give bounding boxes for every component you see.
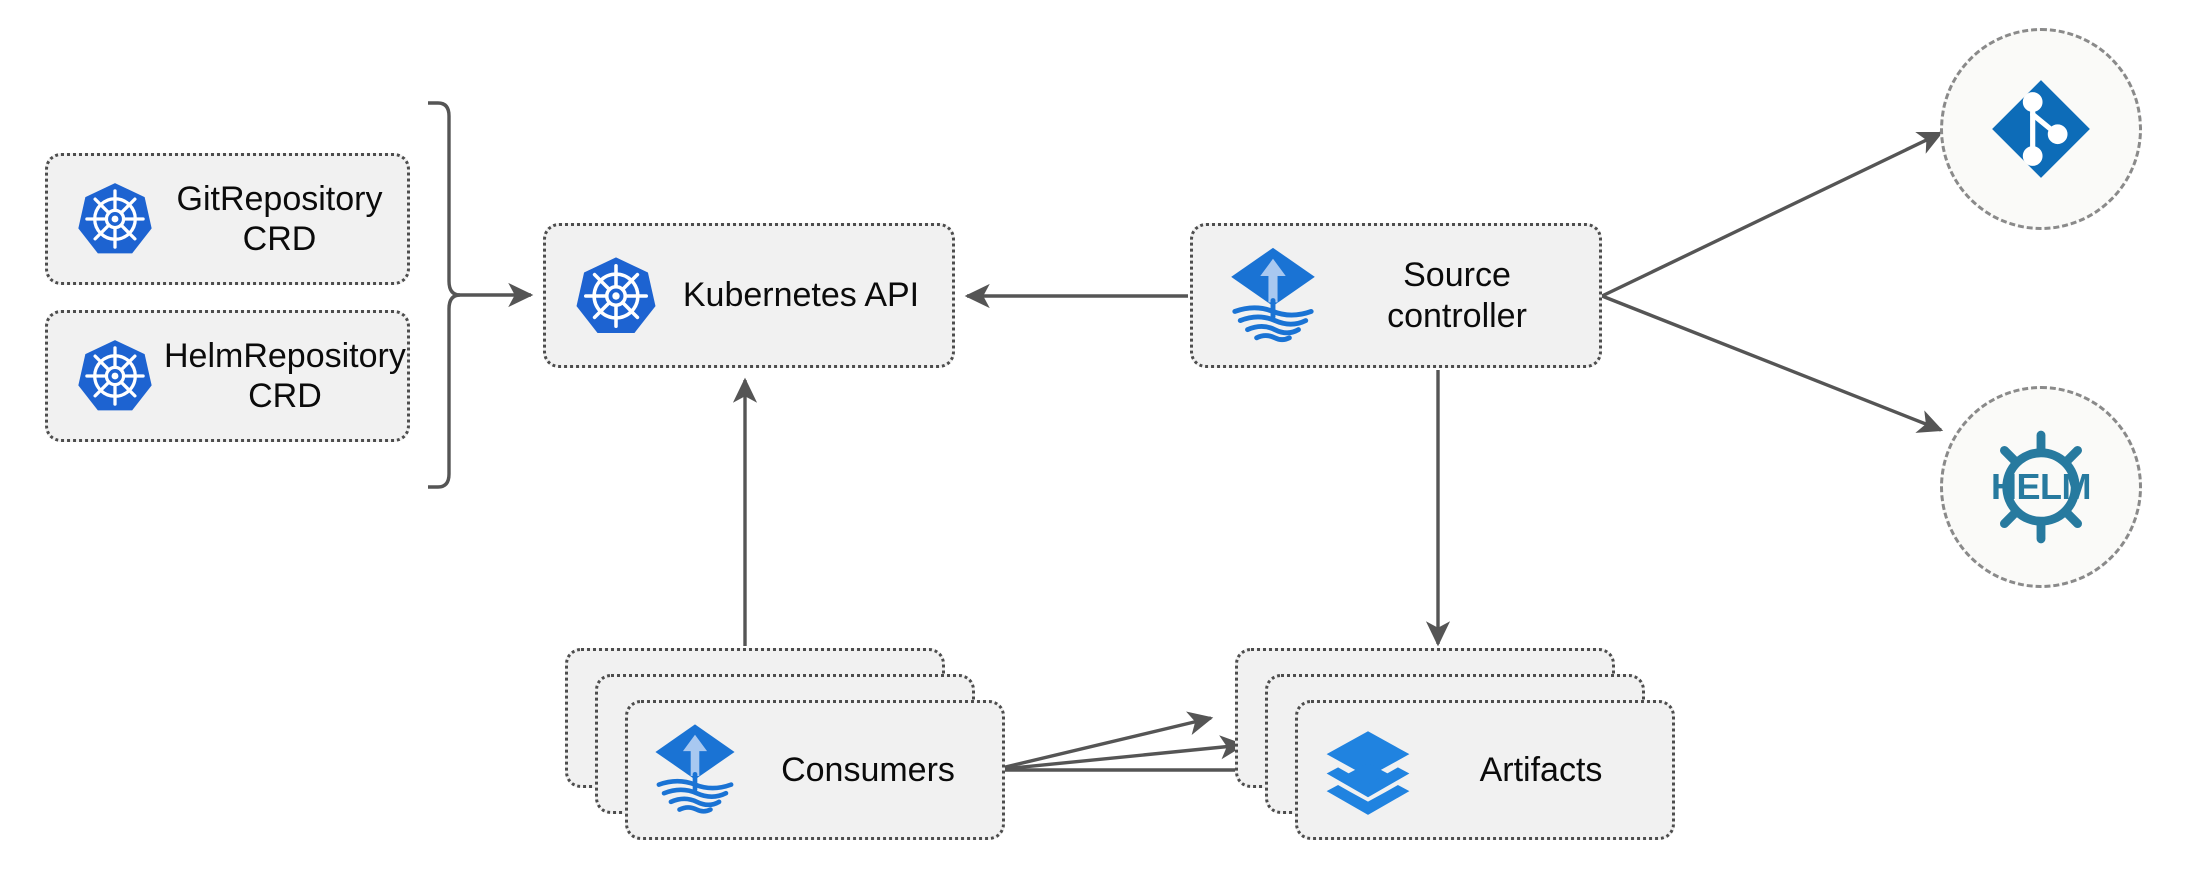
node-label: HelmRepository CRD [164,336,406,415]
kubernetes-icon [574,254,658,338]
helm-icon: HELM [1982,428,2100,546]
node-git-repository-crd[interactable]: GitRepository CRD [45,153,410,285]
flux-icon [1227,246,1319,346]
edge-consumers-to-artifact-middle [992,735,1246,772]
node-label: GitRepository CRD [176,179,383,258]
edge-source-to-helm [1601,294,1944,433]
node-artifacts-stack: Artifacts [1235,648,1675,848]
crd-bracket [428,101,461,489]
node-kubernetes-api[interactable]: Kubernetes API [543,223,955,368]
node-consumers[interactable]: Consumers [625,700,1005,840]
edge-source-to-git [1601,131,1944,298]
node-label: Kubernetes API [682,276,920,315]
node-artifacts[interactable]: Artifacts [1295,700,1675,840]
node-label: Artifacts [1479,750,1603,789]
node-git-provider[interactable] [1940,28,2142,230]
node-helm-repository-crd[interactable]: HelmRepository CRD [45,310,410,442]
layers-icon [1324,724,1412,816]
node-label: Consumers [781,750,955,789]
node-helm-provider[interactable]: HELM [1940,386,2142,588]
helm-wordmark: HELM [1991,466,2092,507]
node-label: Source controller [1387,256,1527,335]
node-consumers-stack: Consumers [565,648,1005,848]
kubernetes-icon [76,337,154,415]
edge-consumers-to-artifact-back [992,711,1214,772]
kubernetes-icon [76,180,154,258]
git-icon [1989,77,2093,181]
node-source-controller[interactable]: Source controller [1190,223,1602,368]
flux-icon [652,722,738,818]
